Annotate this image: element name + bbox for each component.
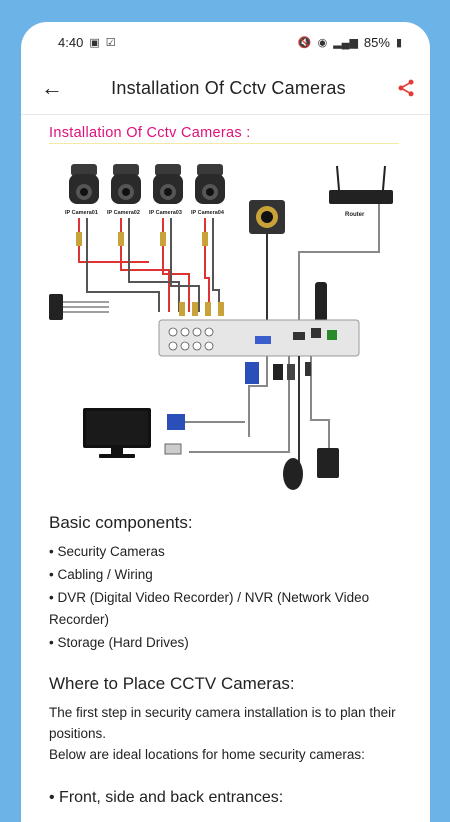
power-plug bbox=[317, 448, 339, 478]
usb-dongle bbox=[315, 282, 327, 322]
basic-components-list: • Security Cameras • Cabling / Wiring • … bbox=[49, 541, 418, 654]
page-title: Installation Of Cctv Cameras bbox=[111, 77, 346, 98]
monitor bbox=[83, 408, 151, 458]
list-item: • Storage (Hard Drives) bbox=[49, 635, 189, 650]
list-item: • Security Cameras bbox=[49, 544, 165, 559]
power-adapter bbox=[49, 294, 63, 320]
placement-paragraph-2: Below are ideal locations for home secur… bbox=[49, 747, 365, 762]
camera-3-label: IP Camera03 bbox=[149, 210, 182, 216]
content-area[interactable]: Installation Of Cctv Cameras : bbox=[21, 123, 430, 807]
mute-icon: 🔇 bbox=[297, 36, 312, 49]
camera-4 bbox=[195, 164, 225, 204]
basic-components-title: Basic components: bbox=[49, 513, 193, 532]
hotspot-icon: ◉ bbox=[317, 36, 328, 49]
camera-3 bbox=[153, 164, 183, 204]
battery-icon: ▮ bbox=[395, 36, 402, 49]
status-bar: 4:40 ▣ ☑ 🔇 ◉ ▂▄▆ 85% ▮ bbox=[21, 22, 430, 62]
cctv-wiring-diagram: IP Camera01 IP Camera02 IP Camera03 IP C… bbox=[49, 164, 393, 490]
camera-1 bbox=[69, 164, 99, 204]
section-heading: Installation Of Cctv Cameras : bbox=[49, 123, 399, 144]
list-item: • Cabling / Wiring bbox=[49, 567, 153, 582]
check-icon: ☑ bbox=[105, 36, 116, 49]
share-button[interactable] bbox=[386, 78, 416, 98]
gallery-icon: ▣ bbox=[89, 36, 100, 49]
basic-components-section: Basic components: • Security Cameras • C… bbox=[49, 513, 418, 654]
mouse bbox=[283, 458, 303, 490]
app-screen: 4:40 ▣ ☑ 🔇 ◉ ▂▄▆ 85% ▮ ← Installation Of… bbox=[21, 22, 430, 822]
list-item: • DVR (Digital Video Recorder) / NVR (Ne… bbox=[49, 590, 370, 627]
camera-4-label: IP Camera04 bbox=[191, 210, 225, 216]
app-bar: ← Installation Of Cctv Cameras bbox=[21, 62, 430, 115]
status-time: 4:40 bbox=[58, 34, 84, 50]
dvr-unit bbox=[158, 319, 360, 357]
placement-paragraph-1: The first step in security camera instal… bbox=[49, 705, 396, 741]
camera-2 bbox=[111, 164, 141, 204]
camera-1-label: IP Camera01 bbox=[65, 210, 98, 216]
placement-section: Where to Place CCTV Cameras: The first s… bbox=[49, 674, 418, 807]
battery-percent: 85% bbox=[363, 34, 390, 50]
placement-first-item: • Front, side and back entrances: bbox=[49, 789, 284, 806]
back-button[interactable]: ← bbox=[41, 75, 71, 101]
router bbox=[329, 165, 393, 204]
box-camera bbox=[249, 200, 285, 234]
share-icon bbox=[398, 79, 414, 97]
vga-plug bbox=[245, 362, 259, 384]
placement-title: Where to Place CCTV Cameras: bbox=[49, 674, 295, 693]
signal-icon: ▂▄▆ bbox=[333, 36, 358, 49]
arrow-left-icon: ← bbox=[41, 75, 63, 100]
camera-2-label: IP Camera02 bbox=[107, 210, 140, 216]
router-label: Router bbox=[345, 212, 365, 218]
